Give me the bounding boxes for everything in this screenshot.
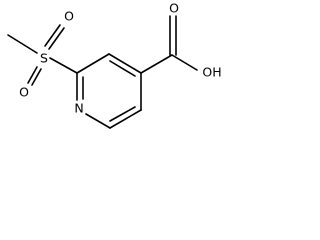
sulfur-oxygen-top-bond-b	[48, 27, 65, 50]
ring-bond-c2-c3	[76, 53, 110, 74]
sulfur-oxygen-bottom-bond-a	[27, 66, 38, 84]
methyl-sulfur-bond	[7, 34, 38, 54]
ring-bond-c5-c6	[109, 109, 142, 129]
ring-bond-c6-n	[85, 113, 111, 129]
ring-bond-c5-c6-inner	[109, 106, 136, 122]
hydroxyl-bond	[171, 54, 198, 71]
carbonyl-oxygen-label: O	[169, 1, 179, 16]
ring-nitrogen-label: N	[74, 101, 83, 116]
sulfur-oxygen-bottom-bond-b	[31, 68, 42, 86]
ring-bond-c3-c4-inner	[109, 60, 136, 77]
sulfonyl-oxygen-bottom-label: O	[19, 85, 29, 100]
sulfonyl-oxygen-top-label: O	[64, 9, 74, 24]
sulfur-oxygen-top-bond-a	[44, 24, 61, 47]
hydroxyl-label: OH	[202, 65, 221, 80]
ring-carboxyl-bond	[140, 54, 173, 74]
sulfur-label: S	[40, 51, 48, 66]
sulfur-ring-bond	[49, 57, 78, 74]
structure-diagram: S O O N O OH	[7, 1, 222, 129]
ring-bond-c3-c4	[108, 53, 142, 74]
